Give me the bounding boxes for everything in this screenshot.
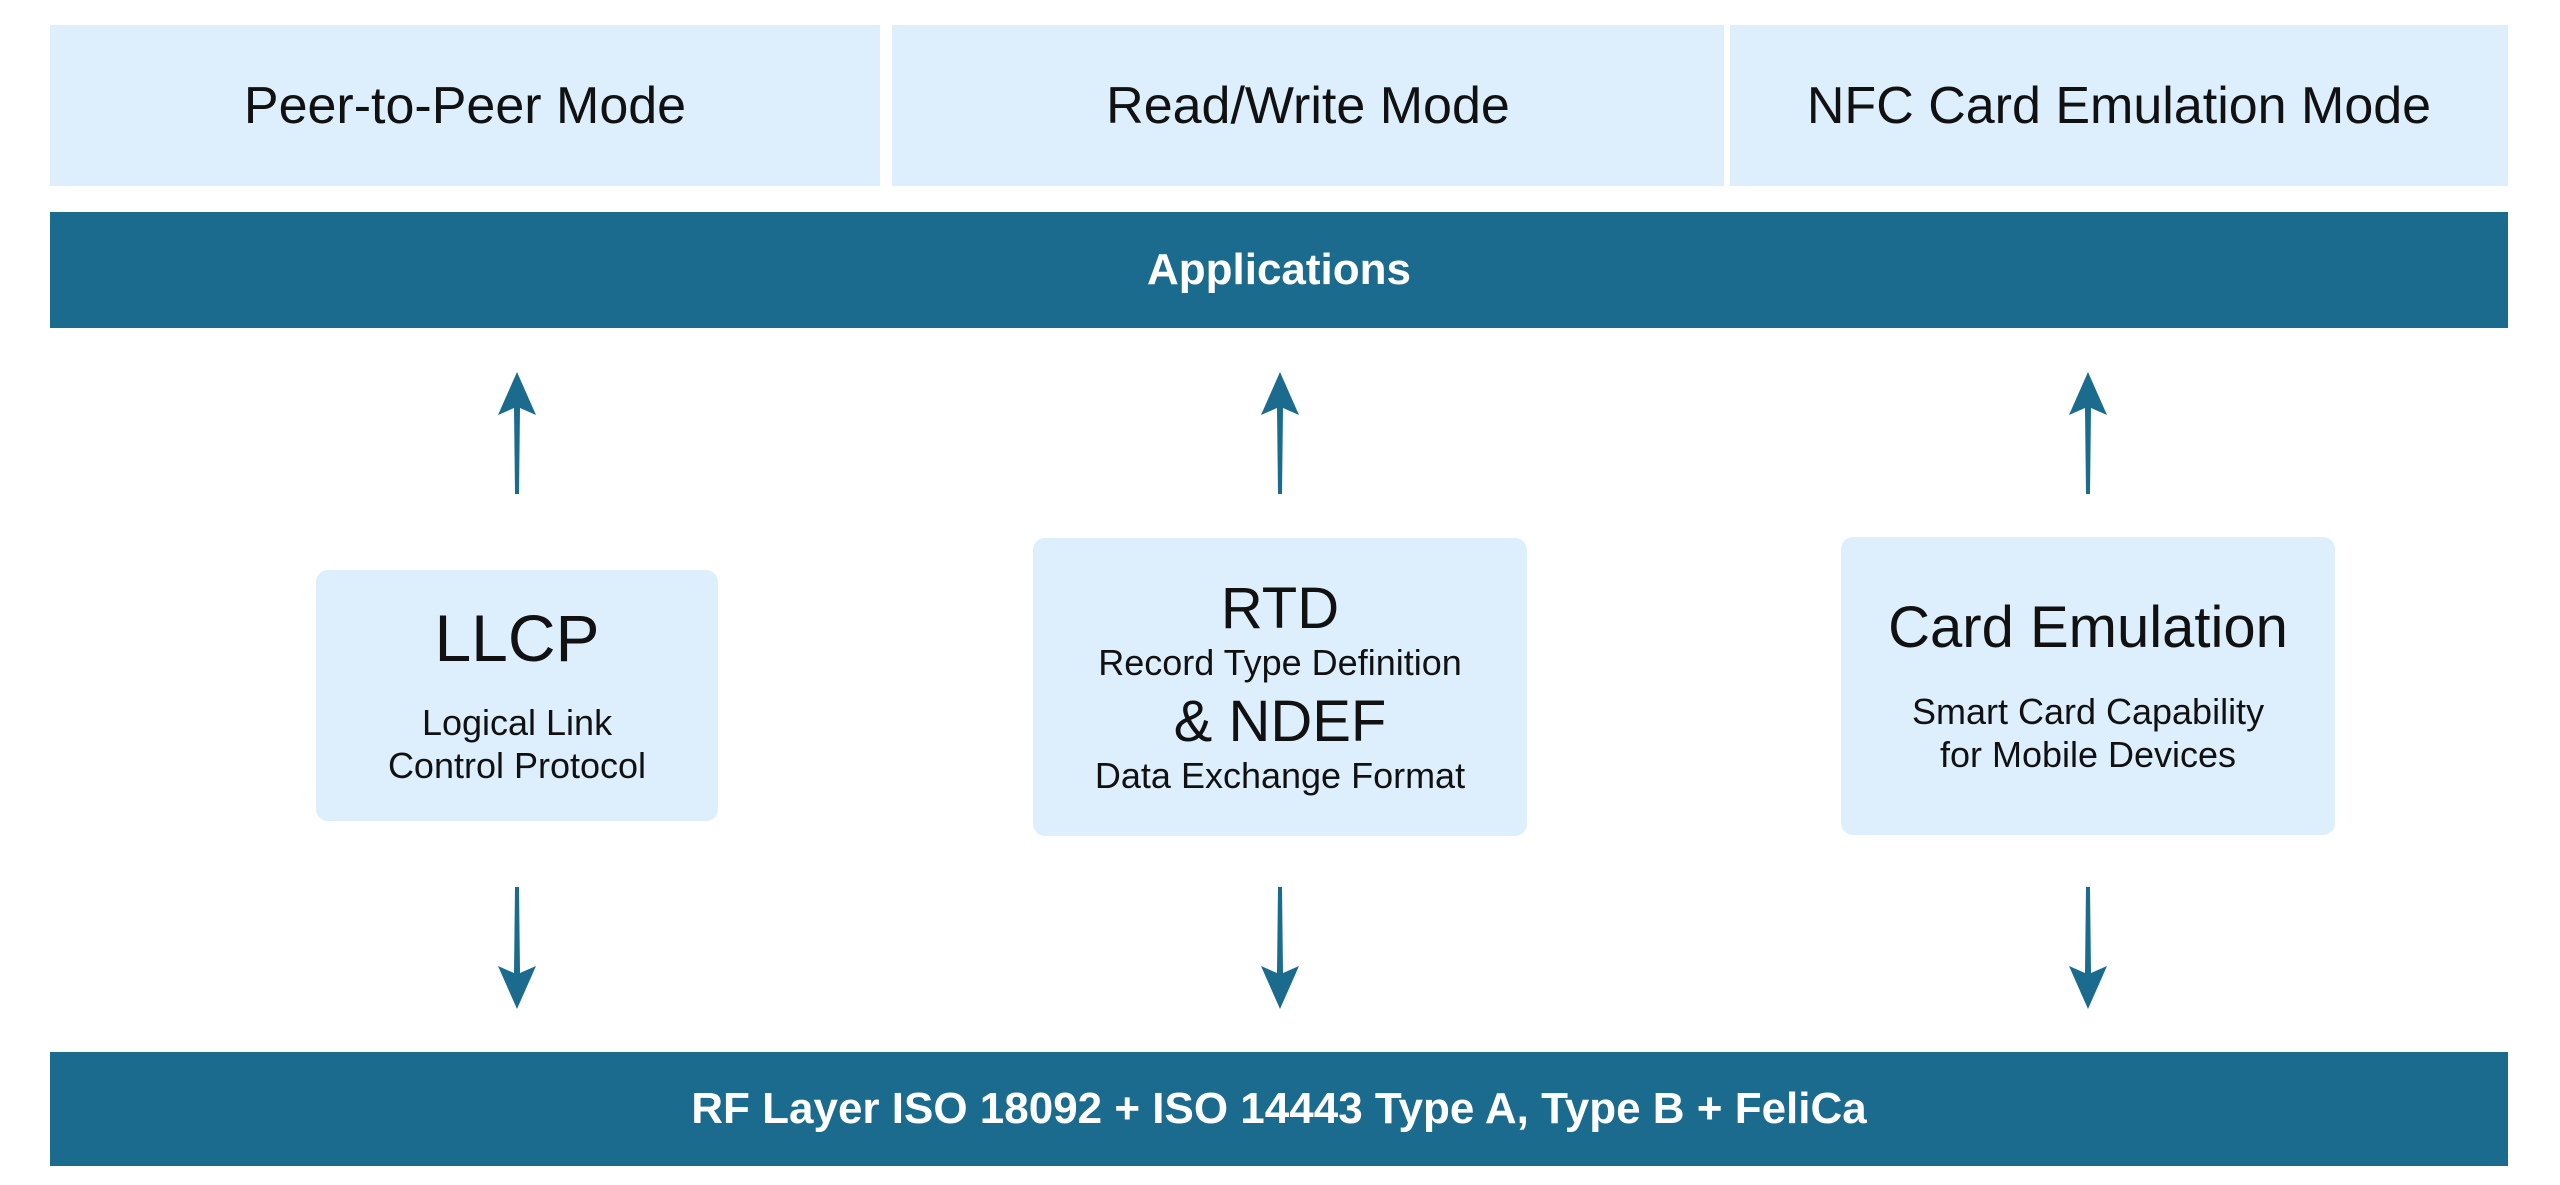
mode-read-write: Read/Write Mode — [892, 25, 1724, 186]
rtd-ndef-box: RTD Record Type Definition & NDEF Data E… — [1033, 538, 1527, 836]
rtd-title: RTD — [1220, 576, 1340, 642]
down-arrow-icon — [1261, 887, 1299, 1009]
down-arrow-icon — [498, 887, 536, 1009]
llcp-title: LLCP — [434, 600, 600, 675]
applications-bar: Applications — [50, 212, 2508, 328]
card-emulation-box: Card Emulation Smart Card Capability for… — [1841, 537, 2335, 835]
mode-peer-to-peer: Peer-to-Peer Mode — [50, 25, 880, 186]
rf-layer-bar: RF Layer ISO 18092 + ISO 14443 Type A, T… — [50, 1052, 2508, 1166]
llcp-desc-line1: Logical Link — [421, 701, 613, 743]
card-emulation-line1: Smart Card Capability — [1911, 690, 2265, 732]
rtd-subtitle: Record Type Definition — [1098, 641, 1462, 683]
llcp-box: LLCP Logical Link Control Protocol — [316, 570, 718, 821]
down-arrow-icon — [2069, 887, 2107, 1009]
up-arrow-icon — [2069, 372, 2107, 494]
card-emulation-title: Card Emulation — [1888, 594, 2288, 660]
up-arrow-icon — [1261, 372, 1299, 494]
mode-card-emulation: NFC Card Emulation Mode — [1730, 25, 2508, 186]
up-arrow-icon — [498, 372, 536, 494]
card-emulation-line2: for Mobile Devices — [1939, 733, 2237, 775]
ndef-subtitle: Data Exchange Format — [1094, 754, 1466, 796]
ndef-title: & NDEF — [1173, 689, 1387, 754]
llcp-desc-line2: Control Protocol — [387, 745, 647, 787]
